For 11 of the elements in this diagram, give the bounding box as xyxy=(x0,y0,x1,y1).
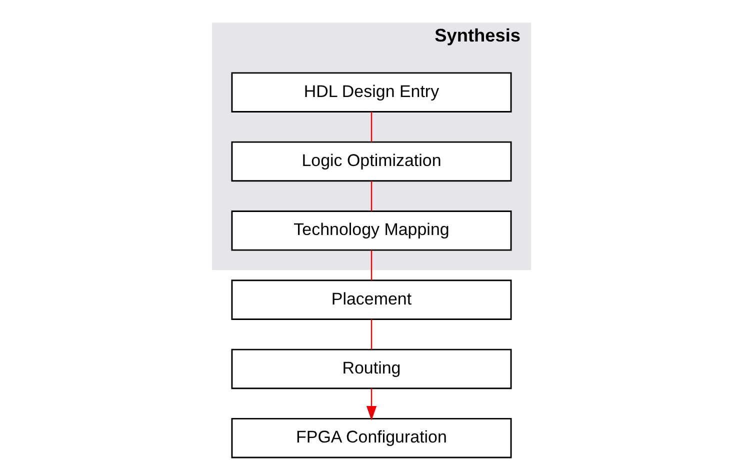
node-box: FPGA Configuration xyxy=(230,418,512,458)
connector xyxy=(370,180,372,212)
node-box: Placement xyxy=(230,280,512,320)
arrow xyxy=(366,388,376,421)
connector xyxy=(370,319,372,350)
node-box: HDL Design Entry xyxy=(230,72,512,112)
connector xyxy=(370,250,372,280)
node-box: Logic Optimization xyxy=(230,141,512,182)
node-box: Routing xyxy=(230,348,512,390)
node-box: Technology Mapping xyxy=(230,210,512,251)
connector xyxy=(370,112,372,142)
